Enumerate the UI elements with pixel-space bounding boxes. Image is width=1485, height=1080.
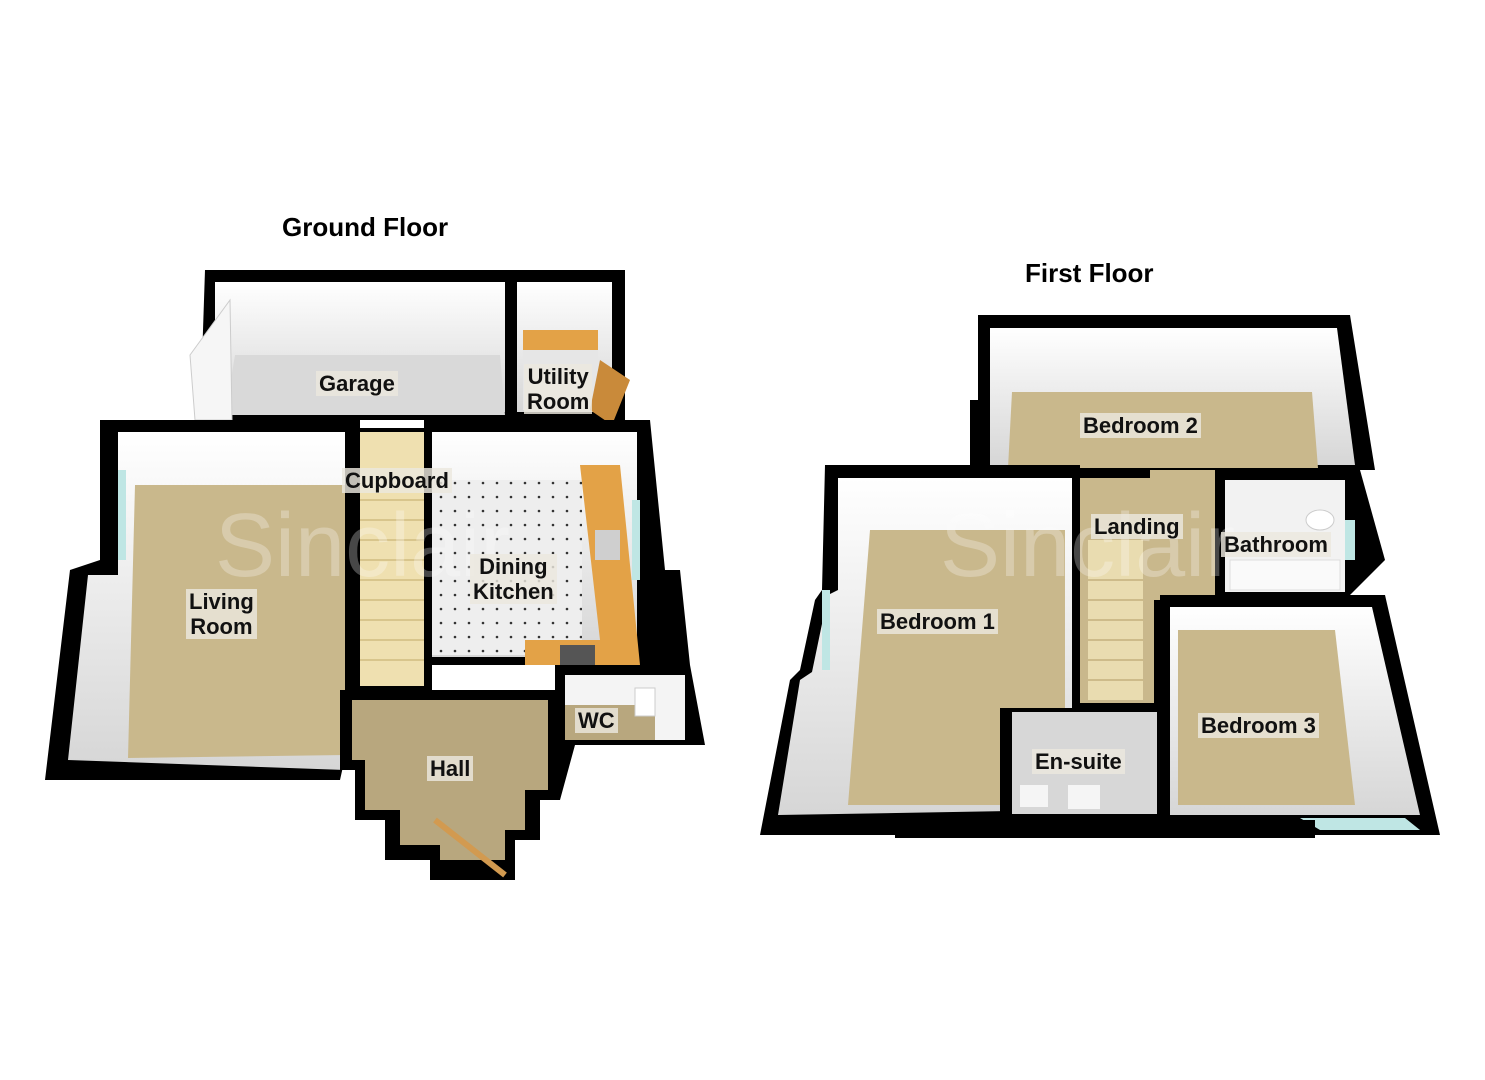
toilet-icon [1305, 509, 1335, 531]
ground-floor-plan [45, 270, 705, 880]
bathtub-icon [1229, 559, 1341, 591]
room-label-bathroom: Bathroom [1221, 532, 1331, 557]
room-label-bedroom-2: Bedroom 2 [1080, 413, 1201, 438]
front-door-icon [433, 817, 507, 878]
room-label-cupboard: Cupboard [342, 468, 452, 493]
window-icon [118, 470, 126, 560]
room-label-landing: Landing [1091, 514, 1183, 539]
kitchen-room [424, 420, 690, 665]
room-label-bedroom-1: Bedroom 1 [877, 609, 998, 634]
hall-room [340, 690, 575, 880]
room-label-living: Living Room [186, 589, 257, 639]
toilet-icon [1020, 785, 1048, 807]
room-label-hall: Hall [427, 756, 474, 781]
room-label-ensuite: En-suite [1032, 749, 1125, 774]
ground-floor-title: Ground Floor [282, 212, 449, 242]
room-label-utility: Utility Room [524, 364, 593, 414]
hob-icon [560, 645, 595, 665]
room-label-bedroom-3: Bedroom 3 [1198, 713, 1319, 738]
room-label-kitchen: Dining Kitchen [470, 554, 557, 604]
room-label-wc: WC [575, 708, 618, 733]
sink-icon [595, 530, 620, 560]
back-door-icon [590, 360, 630, 425]
bedroom-2-room [970, 315, 1375, 470]
basin-icon [1068, 785, 1100, 809]
first-floor-title: First Floor [1025, 258, 1154, 288]
wc-room [555, 665, 705, 745]
room-label-garage: Garage [316, 371, 398, 396]
toilet-icon [634, 687, 656, 717]
